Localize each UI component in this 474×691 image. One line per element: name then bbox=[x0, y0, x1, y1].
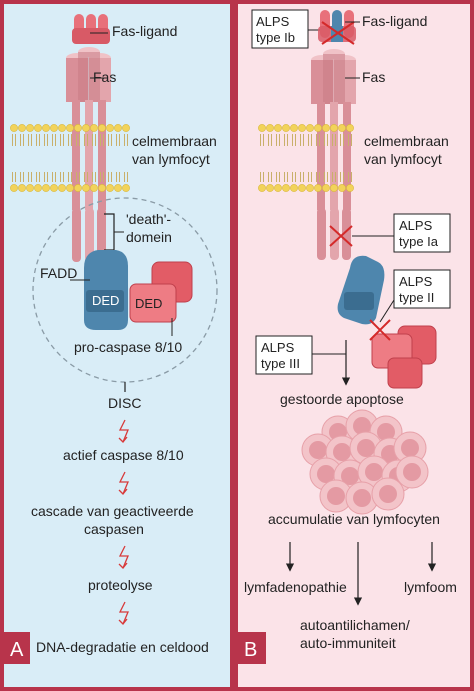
lymphocyte-nucleus-icon bbox=[401, 439, 419, 457]
cell-membrane bbox=[10, 124, 130, 192]
lymfoom-label: lymfoom bbox=[404, 579, 457, 595]
lymphocyte-nucleus-icon bbox=[327, 487, 345, 505]
alps-type-ib-box bbox=[251, 9, 309, 49]
alps-iii-line1: ALPS bbox=[261, 340, 295, 355]
membrane-label-line2-b: van lymfocyt bbox=[364, 151, 442, 167]
fas-label: Fas bbox=[93, 69, 116, 85]
panel-b-letter-box bbox=[238, 632, 266, 664]
panel-a: Fas-ligand Fas celmembraan van lymfocyt bbox=[4, 14, 218, 664]
alps-ii-line2: type II bbox=[399, 290, 434, 305]
mutation-cross-icon bbox=[369, 319, 391, 341]
lymphocyte-nucleus-icon bbox=[403, 463, 421, 481]
alps-ib-line2: type Ib bbox=[256, 30, 295, 45]
membrane-label-line1: celmembraan bbox=[132, 133, 217, 149]
fas-receptor-icon bbox=[66, 47, 111, 210]
lymphocyte-cluster-icon bbox=[301, 409, 429, 515]
fadd-label: FADD bbox=[40, 265, 77, 281]
lymfadenopathie-label: lymfadenopathie bbox=[244, 579, 347, 595]
lymphocyte-nucleus-icon bbox=[341, 467, 359, 485]
gestoorde-apoptose-label: gestoorde apoptose bbox=[280, 391, 404, 407]
cascade-label-line1: cascade van geactiveerde bbox=[31, 503, 194, 519]
auto-label-line2: auto-immuniteit bbox=[300, 635, 396, 651]
lymphocyte-nucleus-icon bbox=[309, 441, 327, 459]
alps-ia-line1: ALPS bbox=[399, 218, 433, 233]
ded-left-label: DED bbox=[92, 293, 119, 308]
alps-type-ii-box bbox=[393, 269, 451, 309]
fas-label-b: Fas bbox=[362, 69, 385, 85]
disc-label: DISC bbox=[108, 395, 141, 411]
lightning-icon bbox=[118, 419, 129, 443]
accumulatie-label: accumulatie van lymfocyten bbox=[268, 511, 440, 527]
auto-label-line1: autoantilichamen/ bbox=[300, 617, 410, 633]
lymphocyte-nucleus-icon bbox=[357, 439, 375, 457]
death-domain-label-line2: domein bbox=[126, 229, 172, 245]
fas-receptor-icon bbox=[311, 49, 356, 210]
membrane-label-line1-b: celmembraan bbox=[364, 133, 449, 149]
lightning-icon bbox=[118, 471, 129, 495]
fas-ligand-label: Fas-ligand bbox=[112, 23, 177, 39]
lymphocyte-nucleus-icon bbox=[317, 465, 335, 483]
cascade-label-line2: caspasen bbox=[84, 521, 144, 537]
mutation-cross-icon bbox=[321, 21, 355, 45]
panel-a-letter: A bbox=[10, 639, 24, 661]
lymphocyte-nucleus-icon bbox=[365, 463, 383, 481]
death-domain-icon bbox=[317, 208, 351, 260]
lymphocyte-nucleus-icon bbox=[379, 485, 397, 503]
lymphocyte-nucleus-icon bbox=[353, 417, 371, 435]
proteolyse-label: proteolyse bbox=[88, 577, 153, 593]
membrane-label-line2: van lymfocyt bbox=[132, 151, 210, 167]
pro-caspase-icon bbox=[129, 261, 193, 323]
mutation-cross-icon bbox=[329, 225, 353, 247]
death-domain-label-line1: 'death'- bbox=[126, 211, 171, 227]
alps-type-iii-box bbox=[255, 335, 313, 375]
lightning-icon bbox=[118, 545, 129, 569]
actief-caspase-label: actief caspase 8/10 bbox=[63, 447, 184, 463]
alps-ia-line2: type Ia bbox=[399, 234, 439, 249]
alps-ib-line1: ALPS bbox=[256, 14, 290, 29]
ded-right-label: DED bbox=[135, 296, 162, 311]
pro-caspase-label: pro-caspase 8/10 bbox=[74, 339, 182, 355]
lymphocyte-nucleus-icon bbox=[333, 443, 351, 461]
fas-ligand-mutated-icon bbox=[318, 10, 356, 42]
panel-a-letter-box bbox=[4, 632, 30, 664]
panel-a-background bbox=[4, 4, 230, 687]
death-domain-icon bbox=[72, 208, 106, 262]
panel-b: ALPS type Ib Fas-ligand Fas bbox=[238, 9, 457, 664]
alps-type-ia-box bbox=[393, 213, 451, 253]
fas-ligand-label-b: Fas-ligand bbox=[362, 13, 427, 29]
lightning-icon bbox=[118, 601, 129, 625]
dna-degradatie-label: DNA-degradatie en celdood bbox=[36, 639, 209, 655]
lymphocyte-nucleus-icon bbox=[377, 423, 395, 441]
panel-b-letter: B bbox=[244, 639, 257, 661]
fas-ligand-icon bbox=[72, 14, 110, 44]
alps-ii-line1: ALPS bbox=[399, 274, 433, 289]
lymphocyte-nucleus-icon bbox=[353, 489, 371, 507]
alps-iii-line2: type III bbox=[261, 356, 300, 371]
pro-caspase-icon bbox=[371, 325, 437, 389]
cell-membrane bbox=[258, 124, 354, 192]
